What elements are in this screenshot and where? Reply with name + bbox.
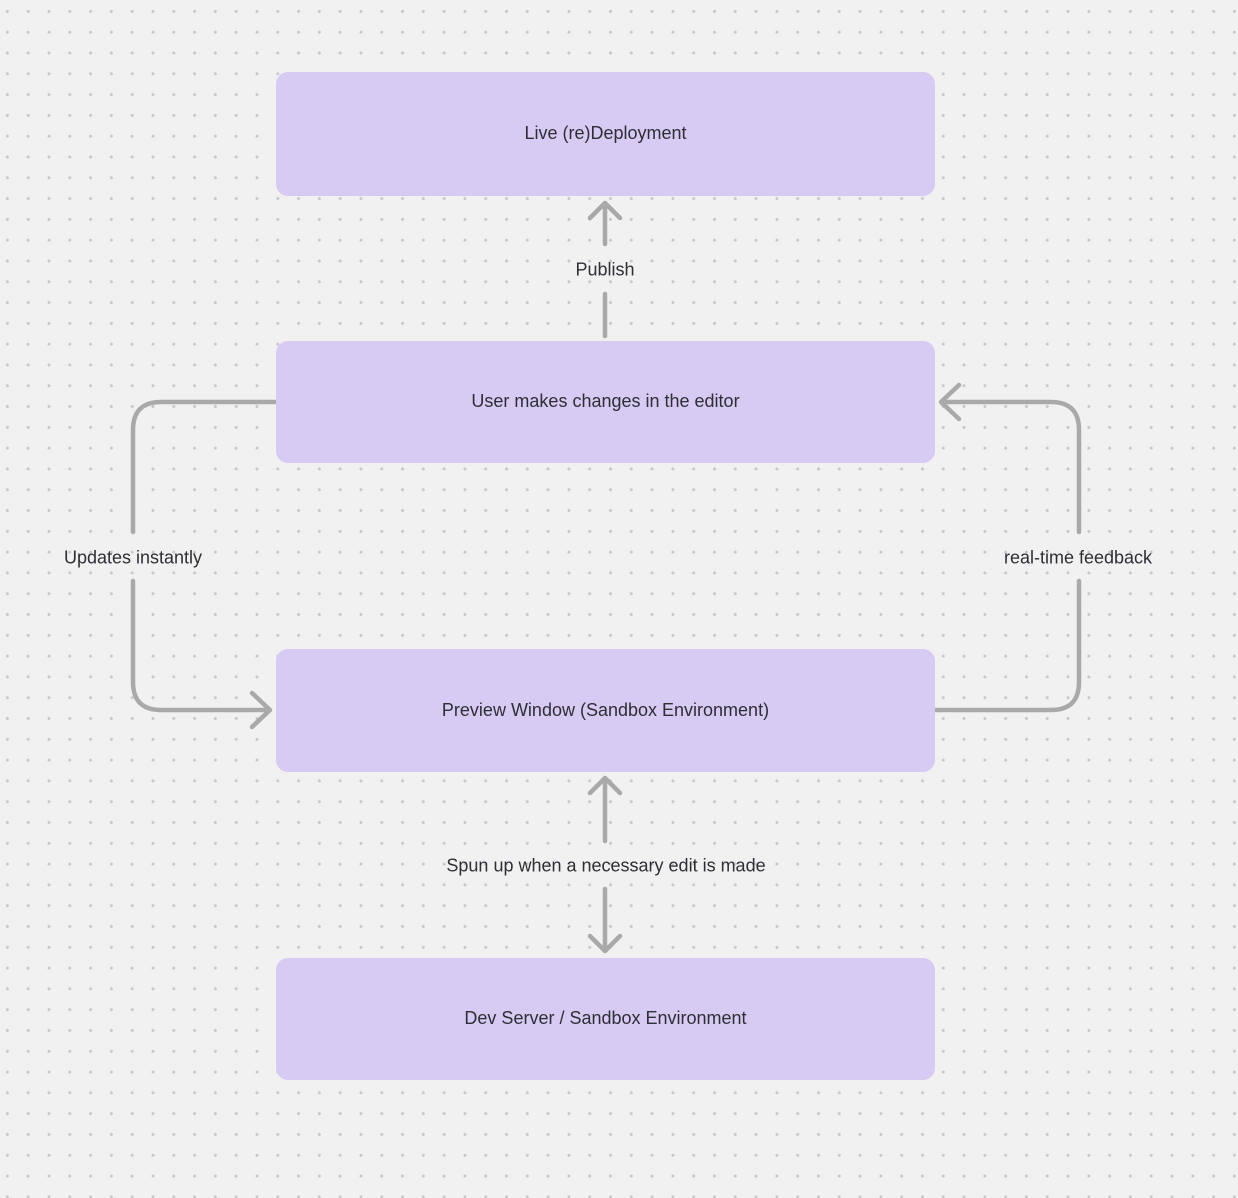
edge-label-spun-up: Spun up when a necessary edit is made xyxy=(446,855,766,876)
node-dev-server-label: Dev Server / Sandbox Environment xyxy=(464,1008,747,1029)
node-user-editor-label: User makes changes in the editor xyxy=(471,391,740,412)
node-live-redeployment[interactable]: Live (re)Deployment xyxy=(276,72,935,196)
node-preview-window[interactable]: Preview Window (Sandbox Environment) xyxy=(276,649,935,772)
node-live-redeployment-label: Live (re)Deployment xyxy=(524,123,687,144)
edge-label-publish: Publish xyxy=(575,259,635,280)
edge-label-realtime-feedback: real-time feedback xyxy=(1003,547,1153,568)
node-user-editor[interactable]: User makes changes in the editor xyxy=(276,341,935,463)
node-preview-window-label: Preview Window (Sandbox Environment) xyxy=(441,699,770,720)
node-dev-server[interactable]: Dev Server / Sandbox Environment xyxy=(276,958,935,1080)
edge-label-updates-instantly: Updates instantly xyxy=(63,547,203,568)
